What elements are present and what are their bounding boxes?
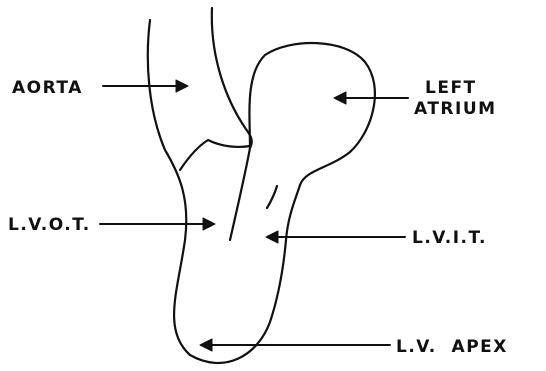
posterior-wall-tick [267,186,277,208]
label-left-atrium-line2: ATRIUM [414,99,497,119]
label-aorta: AORTA [12,78,83,98]
arrow-aorta-head [176,80,188,92]
arrow-left-atrium-head [334,92,346,104]
aorta-inner-wall [212,8,252,240]
arrow-lvit-head [266,231,278,243]
left-atrium-outline [249,43,374,185]
label-lv-apex: L.V. APEX [396,337,508,357]
left-ventricle-outer-wall [148,20,300,363]
label-lvot: L.V.O.T. [8,215,91,235]
label-lvit: L.V.I.T. [412,228,487,248]
arrow-lvot-head [203,218,215,230]
label-left-atrium-line1: LEFT [425,78,477,98]
aortic-valve-line [180,140,250,170]
heart-outline [148,8,375,363]
arrow-lv-apex-head [200,339,212,351]
